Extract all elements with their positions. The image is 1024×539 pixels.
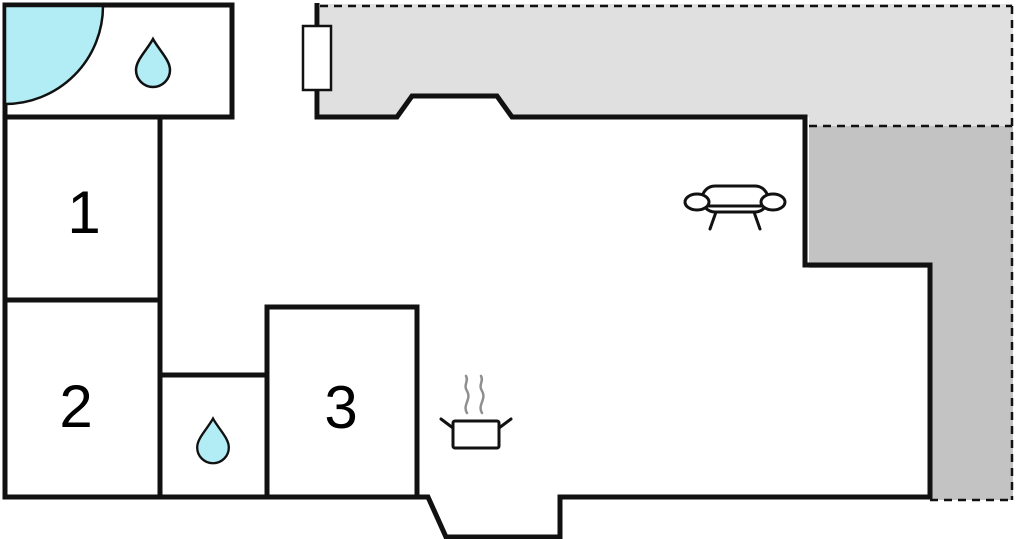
- room-1-area: [2, 114, 163, 303]
- water-drop-icon-bathroom: [134, 36, 172, 89]
- room-3-area: [264, 304, 420, 500]
- room-1-label: 1: [67, 179, 100, 246]
- house-outline-wall: [2, 3, 933, 539]
- room-3-label: 3: [324, 374, 357, 441]
- sofa-icon: [683, 184, 787, 231]
- room-2-label: 2: [59, 373, 92, 440]
- window-icon: [301, 24, 333, 92]
- corner-bathtub-icon: [3, 4, 105, 106]
- water-drop-icon-wc: [196, 416, 230, 465]
- room-2-area: [2, 297, 163, 500]
- terrace-right-area: [809, 126, 1013, 500]
- cooking-pot-icon: [439, 417, 513, 450]
- terrace-top-area: [320, 4, 1013, 126]
- steam-icon: [464, 374, 485, 415]
